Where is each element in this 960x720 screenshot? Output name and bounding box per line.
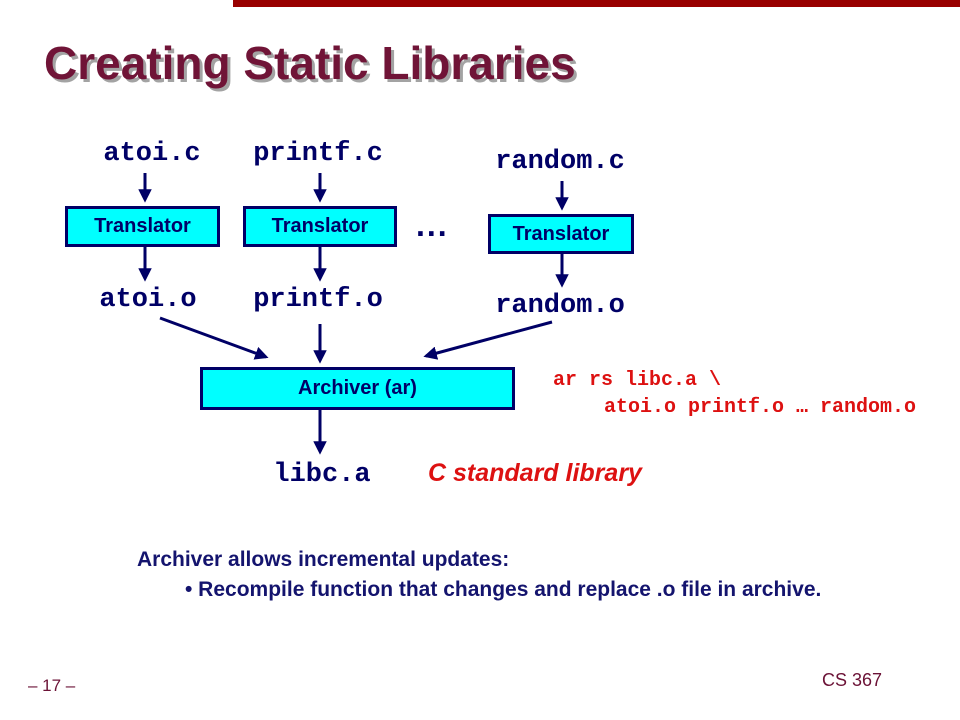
object-file-label-atoi-o: atoi.o bbox=[99, 285, 197, 315]
ellipsis-label: ... bbox=[416, 207, 449, 243]
source-file-label-printf-c: printf.c bbox=[253, 139, 383, 169]
translator-box-2: Translator bbox=[243, 206, 397, 247]
translator-box-1: Translator bbox=[65, 206, 220, 247]
archiver-command-line1: ar rs libc.a \ bbox=[553, 369, 722, 392]
notes-bullet: • Recompile function that changes and re… bbox=[185, 578, 822, 601]
output-file-label-libc-a: libc.a bbox=[273, 460, 371, 490]
notes-heading: Archiver allows incremental updates: bbox=[137, 548, 510, 571]
slide-accent-bar bbox=[233, 0, 960, 7]
archiver-command-line2: atoi.o printf.o … random.o bbox=[604, 396, 917, 419]
archiver-box: Archiver (ar) bbox=[200, 367, 515, 410]
translator-box-3: Translator bbox=[488, 214, 634, 254]
arrow-atoi-o-to-archiver bbox=[159, 316, 269, 360]
object-file-label-random-o: random.o bbox=[495, 291, 625, 321]
object-file-label-printf-o: printf.o bbox=[253, 285, 383, 315]
c-standard-library-caption: C standard library bbox=[428, 459, 642, 487]
arrow-random-o-to-archiver bbox=[423, 320, 553, 360]
source-file-label-atoi-c: atoi.c bbox=[103, 139, 201, 169]
course-label: CS 367 bbox=[822, 670, 883, 690]
page-title: Creating Static Libraries bbox=[44, 37, 576, 89]
page-number: – 17 – bbox=[28, 676, 76, 695]
source-file-label-random-c: random.c bbox=[495, 147, 625, 177]
